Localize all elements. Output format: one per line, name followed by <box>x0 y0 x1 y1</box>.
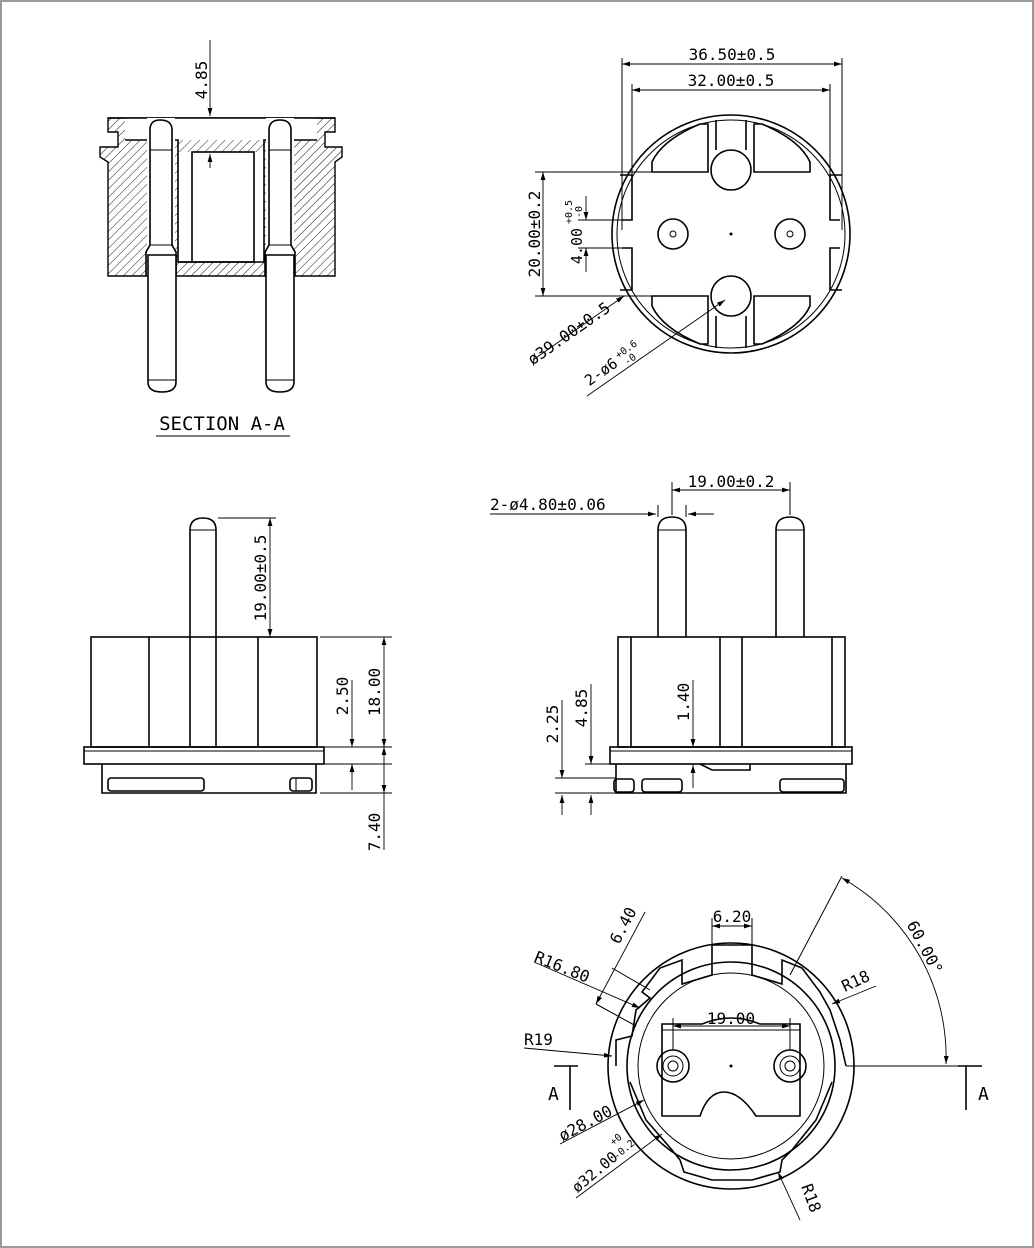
dim-rim-b: 4.85 <box>572 689 591 728</box>
dim-pin-diameter: 2-ø4.80±0.06 <box>490 495 606 514</box>
dim-rim-c: 1.40 <box>674 683 693 722</box>
dim-outer-width: 36.50±0.5 <box>689 45 776 64</box>
dim-rim-a: 2.25 <box>543 705 562 744</box>
side-view: 19.00±0.5 18.00 2.50 7.40 <box>83 517 392 852</box>
dim-bore-diameter: ø28.00 <box>555 1101 615 1145</box>
dim-pin-spacing: 19.00±0.2 <box>688 472 775 491</box>
front-view: 2-ø4.80±0.06 19.00±0.2 2.25 4.85 1.40 <box>490 472 853 815</box>
dim-body-step: 2.50 <box>333 677 352 716</box>
dim-slot-width-tol-upper: +0.5 <box>564 200 575 224</box>
section-view: 4.85 SECTION A-A <box>99 40 343 437</box>
bottom-view: 6.20 6.40 R16.80 R19 R18 60.00° 19.00 A … <box>523 875 989 1221</box>
dim-radius-outer: R19 <box>524 1030 553 1049</box>
dim-base-thickness: 7.40 <box>365 813 384 852</box>
dim-pin-spacing-bottom: 19.00 <box>707 1009 755 1028</box>
dim-pin-hole: 2-ø6 <box>581 354 621 389</box>
dim-radius-b: R18 <box>797 1181 825 1215</box>
section-mark-right: A <box>978 1084 989 1105</box>
face-view: 36.50±0.5 32.00±0.5 20.00±0.2 4.00 +0.5 … <box>524 45 851 397</box>
dim-key-width: 6.20 <box>713 907 752 926</box>
dim-radius-inner: R16.80 <box>532 947 593 986</box>
dim-slot-height: 20.00±0.2 <box>525 191 544 278</box>
dim-outer-diameter: ø39.00±0.5 <box>524 298 614 369</box>
dim-slot-width-tol-lower: -0 <box>574 206 585 218</box>
dim-pin-length: 19.00±0.5 <box>251 535 270 622</box>
dim-radius-a: R18 <box>839 966 873 995</box>
dim-body-height: 18.00 <box>365 668 384 716</box>
section-caption: SECTION A-A <box>159 413 285 435</box>
dim-key-depth: 6.40 <box>606 904 641 947</box>
dim-top-gap: 4.85 <box>192 61 211 100</box>
dim-inner-width: 32.00±0.5 <box>688 71 775 90</box>
section-mark-left: A <box>548 1084 559 1105</box>
dim-angle: 60.00° <box>903 917 947 977</box>
dim-slot-width: 4.00 <box>568 228 586 264</box>
